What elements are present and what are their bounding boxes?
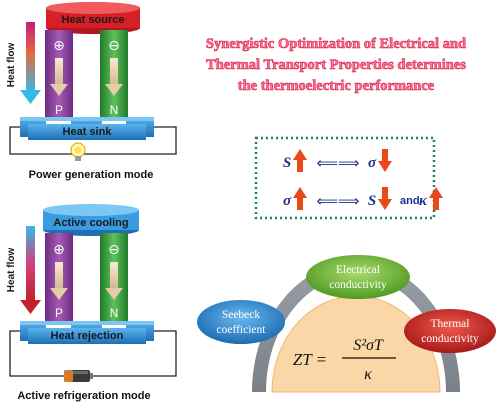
zt-diagram: ZT = S²σT κ Electrical conductivity Seeb… (197, 255, 496, 393)
heat-sink-label: Heat sink (63, 126, 113, 138)
double-arrow-2: ⟸⟹ (316, 193, 359, 210)
thermal-conductivity-ellipse (404, 309, 496, 353)
relation-box: S ⟸⟹ σ σ ⟸⟹ S and κ (254, 136, 443, 220)
sigma-symbol-1: σ (368, 155, 377, 171)
headline-line-1: Synergistic Optimization of Electrical a… (206, 36, 466, 52)
heat-rejection-label: Heat rejection (51, 330, 124, 342)
light-bulb-icon (70, 142, 86, 161)
up-arrow-icon-2 (293, 187, 307, 210)
power-generation-caption: Power generation mode (29, 169, 154, 181)
electrical-label-1: Electrical (336, 264, 380, 276)
heat-flow-label: Heat flow (6, 43, 17, 88)
down-arrow-icon-2 (378, 187, 392, 210)
p-plus-sign-2: ⊕ (53, 241, 65, 257)
p-down-arrow (50, 58, 68, 96)
n-down-arrow (105, 58, 123, 96)
zt-numerator: S²σT (353, 337, 384, 354)
electrical-label-2: conductivity (329, 279, 387, 291)
electrical-conductivity-ellipse (306, 255, 410, 299)
external-circuit-wire (9, 126, 177, 155)
headline: Synergistic Optimization of Electrical a… (206, 36, 467, 95)
active-cooling-block (43, 204, 139, 236)
power-generation-module: Heat source ⊕ P ⊖ N Heat flow (6, 2, 177, 181)
thermal-label-2: conductivity (421, 333, 479, 345)
p-plus-sign: ⊕ (53, 37, 65, 53)
headline-line-2: Thermal Transport Properties determines (206, 57, 466, 73)
seebeck-label-1: Seebeck (222, 309, 261, 321)
p-down-arrow-2 (50, 262, 68, 300)
seebeck-label-2: coefficient (217, 324, 267, 336)
active-cooling-label: Active cooling (53, 217, 128, 229)
n-leg-label: N (110, 103, 119, 117)
up-arrow-icon (293, 149, 307, 172)
heat-flow-label-2: Heat flow (6, 248, 17, 293)
seebeck-coefficient-ellipse (197, 300, 285, 344)
heat-rejection-block (20, 321, 154, 344)
seebeck-symbol-2: S (368, 193, 376, 209)
headline-line-3: the thermoelectric performance (238, 78, 435, 94)
property-arch (252, 262, 460, 392)
zt-lhs: ZT = (293, 350, 327, 369)
and-label: and (400, 195, 420, 207)
n-leg-label-2: N (110, 306, 119, 320)
zt-denominator: κ (364, 366, 372, 383)
n-minus-sign: ⊖ (108, 37, 120, 53)
refrigeration-module: Active cooling ⊕ P ⊖ N Heat flow (6, 204, 177, 402)
active-refrigeration-caption: Active refrigeration mode (17, 390, 150, 402)
up-arrow-icon-3 (429, 187, 443, 210)
kappa-symbol: κ (419, 193, 428, 209)
thermal-label-1: Thermal (431, 318, 470, 330)
n-down-arrow-2 (105, 262, 123, 300)
sigma-symbol-2: σ (283, 193, 292, 209)
n-minus-sign-2: ⊖ (108, 241, 120, 257)
seebeck-symbol-1: S (283, 155, 291, 171)
double-arrow-1: ⟸⟹ (316, 155, 359, 172)
heat-source-label: Heat source (62, 14, 125, 26)
heat-sink-block (20, 117, 154, 140)
heat-flow-arrow (20, 22, 41, 104)
battery-icon (64, 370, 93, 382)
p-leg-label-2: P (55, 306, 63, 320)
heat-flow-arrow-2 (20, 226, 41, 314)
down-arrow-icon (378, 149, 392, 172)
p-leg-label: P (55, 103, 63, 117)
